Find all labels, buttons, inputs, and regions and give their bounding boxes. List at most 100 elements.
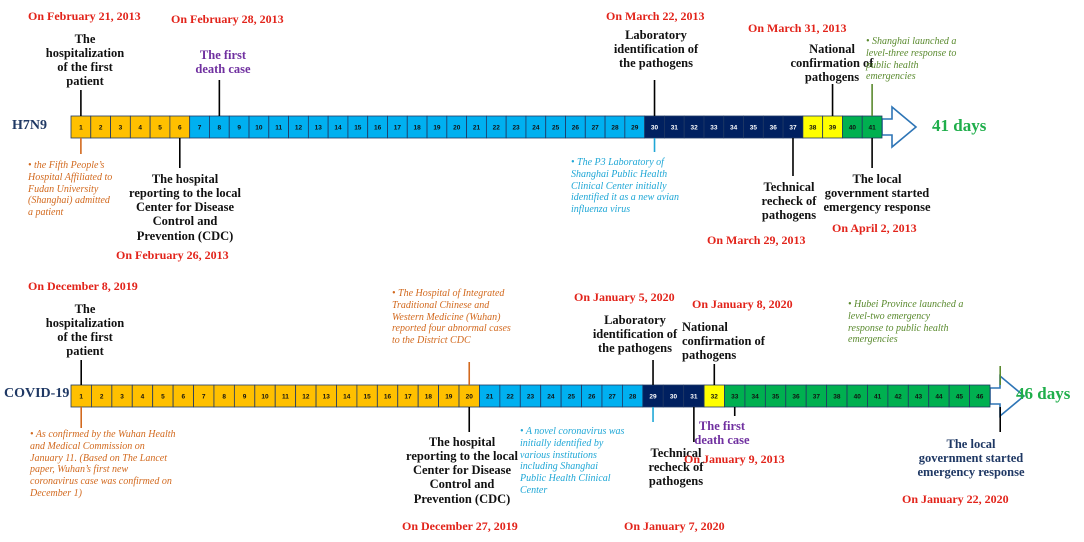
h7n9-date-lab-identification: On March 22, 2013 [606, 9, 705, 23]
covid-event-local-government: The local government started emergency r… [917, 437, 1025, 480]
covid-day-number: 3 [120, 394, 124, 401]
covid-day-number: 32 [711, 394, 719, 401]
h7n9-day-number: 5 [158, 125, 162, 132]
h7n9-day-number: 15 [354, 125, 362, 132]
covid-date-technical-recheck: On January 7, 2020 [624, 519, 725, 533]
h7n9-day-number: 23 [512, 125, 520, 132]
h7n9-day-number: 40 [849, 125, 857, 132]
covid-day-number: 44 [935, 394, 943, 401]
covid-event-national-confirmation: National confirmation of pathogens [682, 320, 765, 363]
covid-day-number: 29 [649, 394, 657, 401]
h7n9-note-fifth-hospital: • the Fifth People’s Hospital Affiliated… [28, 160, 113, 219]
covid-day-number: 21 [486, 394, 494, 401]
h7n9-day-number: 4 [138, 125, 142, 132]
covid-date-local-government: On January 22, 2020 [902, 492, 1009, 506]
h7n9-day-number: 41 [868, 125, 876, 132]
covid-arrow-head [989, 374, 1026, 418]
h7n9-event-local-government: The local government started emergency r… [823, 172, 931, 215]
h7n9-event-national-confirmation: National confirmation of pathogens [790, 42, 874, 85]
h7n9-day-number: 21 [473, 125, 481, 132]
h7n9-day-number: 27 [592, 125, 600, 132]
h7n9-day-number: 8 [218, 125, 222, 132]
h7n9-note-p3-lab: • The P3 Laboratory of Shanghai Public H… [571, 157, 680, 216]
h7n9-day-number: 18 [414, 125, 422, 132]
covid-event-cdc-report: The hospital reporting to the local Cent… [406, 435, 518, 506]
covid-day-number: 10 [261, 394, 269, 401]
h7n9-day-number: 9 [237, 125, 241, 132]
covid-day-number: 38 [833, 394, 841, 401]
covid-event-lab-identification: Laboratory identification of the pathoge… [592, 313, 678, 356]
h7n9-event-cdc-report: The hospital reporting to the local Cent… [129, 172, 241, 243]
h7n9-date-technical-recheck: On March 29, 2013 [707, 233, 806, 247]
covid-day-number: 36 [792, 394, 800, 401]
covid-day-number: 18 [425, 394, 433, 401]
covid-event-first-death: The first death case [694, 419, 750, 448]
h7n9-day-number: 36 [770, 125, 778, 132]
covid-day-number: 23 [527, 394, 535, 401]
covid-day-number: 31 [690, 394, 698, 401]
covid-day-number: 17 [404, 394, 412, 401]
covid-day-number: 43 [915, 394, 923, 401]
h7n9-arrow-head [881, 105, 918, 149]
h7n9-day-number: 38 [809, 125, 817, 132]
covid-day-cell [969, 384, 991, 408]
h7n9-day-number: 25 [552, 125, 560, 132]
covid-day-number: 19 [445, 394, 453, 401]
h7n9-day-number: 35 [750, 125, 758, 132]
covid-day-number: 15 [364, 394, 372, 401]
covid-day-number: 35 [772, 394, 780, 401]
h7n9-day-number: 30 [651, 125, 659, 132]
h7n9-row-label: H7N9 [12, 118, 47, 133]
covid-note-novel-coronavirus: • A novel coronavirus was initially iden… [520, 426, 625, 496]
covid-day-number: 45 [956, 394, 964, 401]
h7n9-day-number: 6 [178, 125, 182, 132]
covid-note-integrated-hospital: • The Hospital of Integrated Traditional… [392, 288, 511, 347]
covid-day-number: 27 [609, 394, 617, 401]
h7n9-date-cdc-report: On February 26, 2013 [116, 248, 229, 262]
h7n9-day-number: 37 [789, 125, 797, 132]
covid-day-number: 46 [976, 394, 984, 401]
h7n9-day-number: 34 [730, 125, 738, 132]
covid-day-number: 16 [384, 394, 392, 401]
h7n9-event-technical-recheck: Technical recheck of pathogens [761, 180, 817, 223]
h7n9-day-number: 22 [493, 125, 501, 132]
covid-day-number: 42 [894, 394, 902, 401]
h7n9-day-number: 39 [829, 125, 837, 132]
h7n9-day-number: 32 [690, 125, 698, 132]
h7n9-day-number: 28 [611, 125, 619, 132]
covid-day-number: 30 [670, 394, 678, 401]
covid-day-number: 34 [752, 394, 760, 401]
h7n9-day-number: 31 [671, 125, 679, 132]
covid-day-number: 26 [588, 394, 596, 401]
h7n9-day-number: 24 [532, 125, 540, 132]
h7n9-date-first-hospitalization: On February 21, 2013 [28, 9, 141, 23]
covid-day-number: 20 [466, 394, 474, 401]
h7n9-duration-label: 41 days [932, 116, 987, 135]
covid-day-number: 11 [282, 394, 289, 401]
covid-day-number: 25 [568, 394, 576, 401]
h7n9-day-number: 14 [334, 125, 342, 132]
covid-day-number: 33 [731, 394, 739, 401]
covid-day-number: 8 [222, 394, 226, 401]
h7n9-date-local-government: On April 2, 2013 [832, 221, 917, 235]
covid-event-first-hospitalization: The hospitalization of the first patient [45, 302, 125, 359]
covid-day-number: 6 [182, 394, 186, 401]
h7n9-day-number: 7 [198, 125, 202, 132]
h7n9-day-number: 16 [374, 125, 382, 132]
covid-day-number: 22 [506, 394, 514, 401]
covid-day-number: 2 [100, 394, 104, 401]
covid-date-first-hospitalization: On December 8, 2019 [28, 279, 138, 293]
h7n9-note-shanghai-response: • Shanghai launched a level-three respon… [866, 36, 957, 83]
covid-day-number: 7 [202, 394, 206, 401]
covid-day-number: 14 [343, 394, 351, 401]
covid-day-number: 28 [629, 394, 637, 401]
h7n9-day-number: 1 [79, 125, 83, 132]
covid-duration-label: 46 days [1016, 384, 1071, 403]
covid-date-first-death: On January 9, 2013 [684, 452, 785, 466]
covid-day-number: 12 [302, 394, 310, 401]
covid-note-hubei-response: • Hubei Province launched a level-two em… [848, 299, 964, 346]
h7n9-event-first-hospitalization: The hospitalization of the first patient [45, 32, 125, 89]
h7n9-event-first-death: The first death case [195, 48, 251, 77]
covid-row-label: COVID-19 [4, 386, 70, 401]
